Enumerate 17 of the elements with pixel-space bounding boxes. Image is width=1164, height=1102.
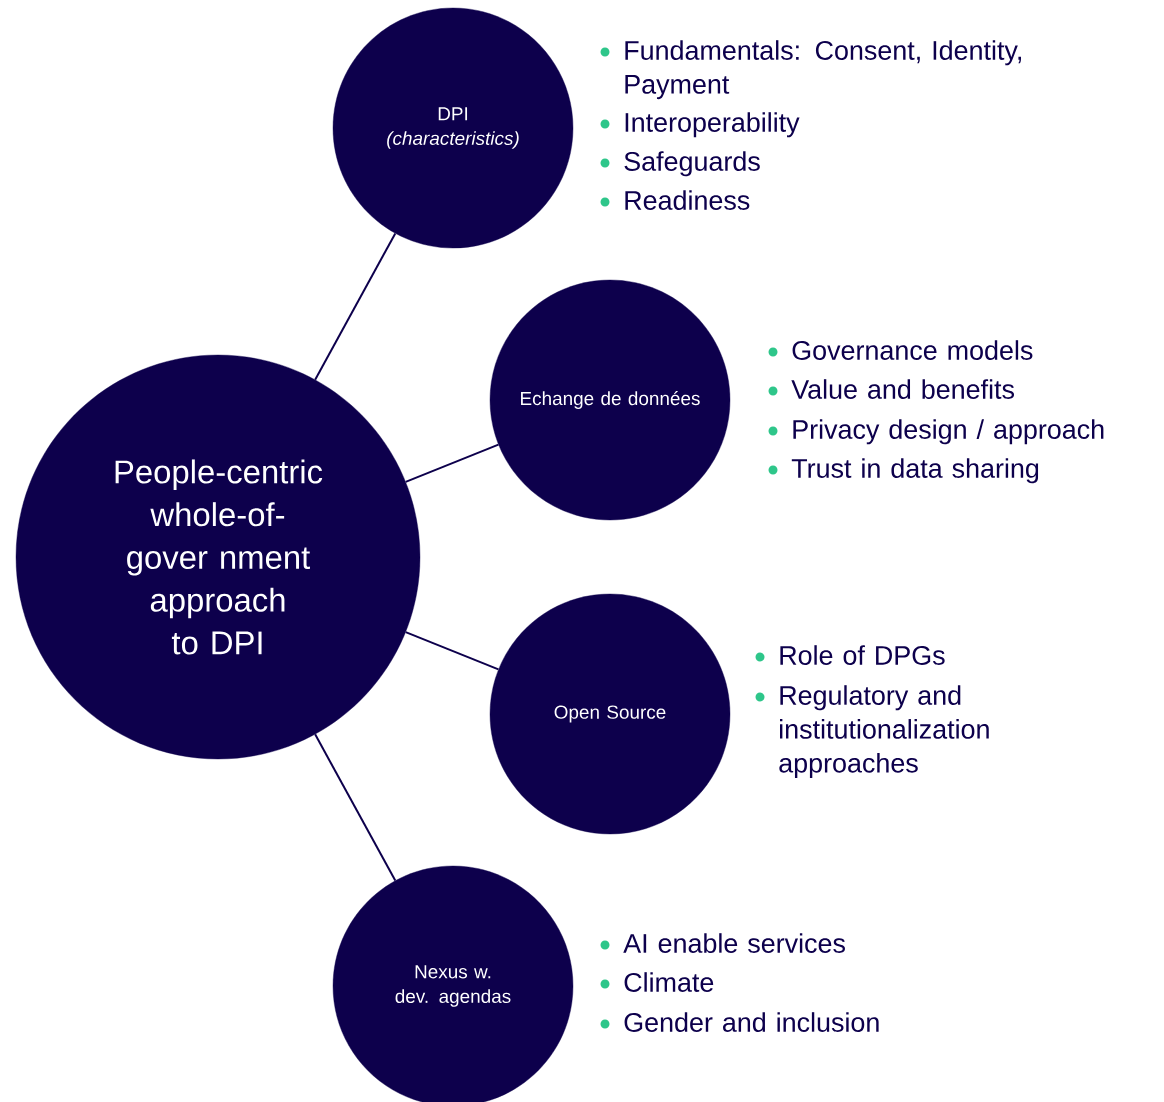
connector-line (314, 733, 397, 882)
bullet-item: Readiness (625, 190, 750, 210)
bullet-item: Climate (624, 972, 714, 992)
bullet-item: AI enable services (623, 933, 845, 953)
connector-line (404, 443, 500, 483)
bullet-item: Interoperability (625, 112, 800, 138)
bullet-item: Trust in data sharing (791, 458, 1039, 484)
connector-line (314, 232, 397, 381)
bullet-item: Governance models (792, 340, 1033, 360)
bullet-item: Role of DPGs (780, 645, 945, 665)
bullet-item: Value and benefits (791, 379, 1014, 399)
bullet-item: Safeguards (624, 151, 760, 177)
bullet-item: Privacy design / approach (793, 419, 1104, 445)
bullet-item: Gender and inclusion (624, 1012, 879, 1032)
bullet-item: Fundamentals: Consent, Identity, Payment (625, 40, 1021, 100)
bullet-item: Regulatory and institutionalization approaches (779, 685, 989, 778)
connector-line (404, 631, 500, 671)
